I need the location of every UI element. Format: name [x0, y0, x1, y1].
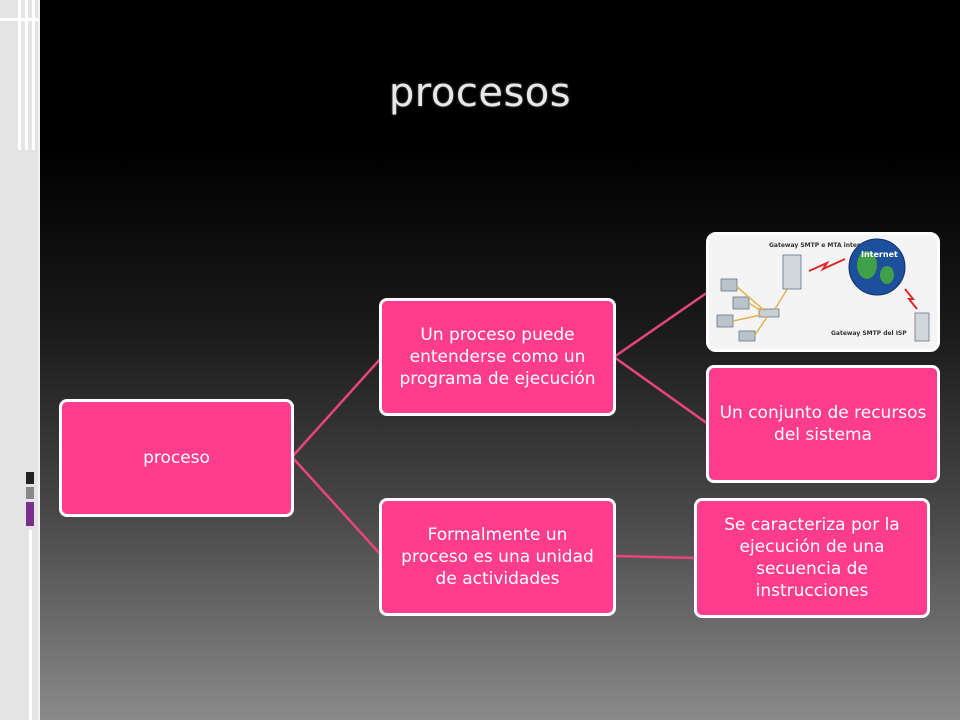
computer-icon: [716, 278, 756, 342]
node-root-proceso: proceso: [59, 399, 294, 517]
decor-bar-purple: [26, 502, 34, 526]
decor-bar-gray: [26, 487, 34, 499]
connector-branch2-child: [613, 554, 697, 560]
decor-bar-line: [29, 530, 32, 720]
server-icon: [914, 312, 930, 342]
node-program-definition: Un proceso puede entenderse como un prog…: [379, 298, 616, 416]
connector-branch1-resources: [613, 355, 709, 426]
decor-bar-black: [26, 472, 34, 484]
left-divider-line: [38, 0, 40, 720]
server-label-top: Gateway SMTP e MTA interno: [769, 242, 868, 249]
connector-root-branch1: [291, 356, 383, 458]
decor-line: [18, 0, 21, 150]
decor-line: [25, 0, 28, 150]
slide-title: procesos: [388, 70, 572, 116]
decor-line: [0, 18, 38, 21]
globe-label: Internet: [861, 250, 898, 259]
lightning-icon: [808, 258, 846, 272]
network-diagram-image: Gateway SMTP e MTA interno Internet Gate…: [709, 235, 937, 349]
node-system-resources: Un conjunto de recursos del sistema: [706, 365, 940, 483]
decor-line: [32, 0, 35, 150]
lightning-icon: [904, 288, 918, 310]
node-formal-definition: Formalmente un proceso es una unidad de …: [379, 498, 616, 616]
connector-branch1-image: [613, 290, 709, 359]
router-icon: [758, 308, 780, 318]
connector-root-branch2: [291, 456, 383, 557]
server-label-bottom: Gateway SMTP del ISP: [831, 330, 907, 337]
server-icon: [782, 254, 802, 290]
node-network-image: Gateway SMTP e MTA interno Internet Gate…: [706, 232, 940, 352]
node-instruction-sequence: Se caracteriza por la ejecución de una s…: [694, 498, 930, 618]
